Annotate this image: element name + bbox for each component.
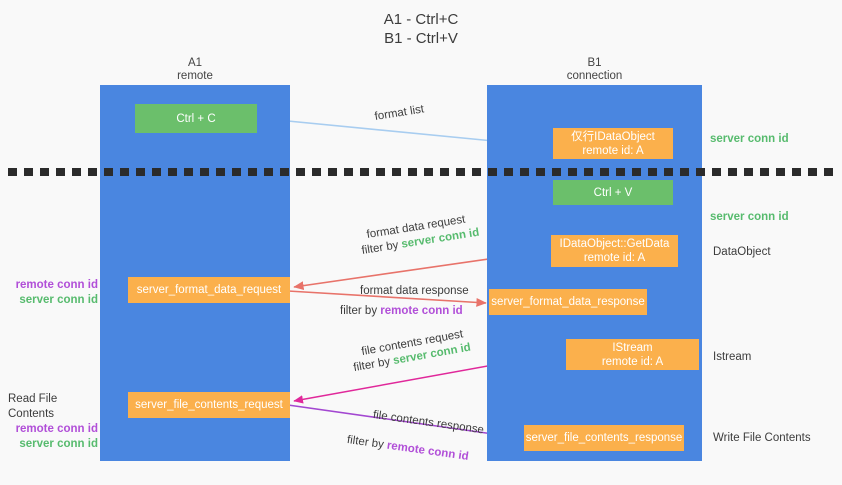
- node-server-file-contents-response-label: server_file_contents_response: [525, 432, 683, 444]
- node-server-format-data-request[interactable]: server_format_data_request: [128, 277, 290, 303]
- node-idataobject-label: 仅行IDataObject: [571, 130, 655, 143]
- edge-format-data-response: [287, 290, 487, 307]
- node-server-format-data-response-label: server_format_data_response: [491, 296, 645, 308]
- edge-label-format-data-response: format data response: [360, 284, 469, 299]
- note-group-file-contents: Read File Contents remote conn id server…: [8, 392, 98, 452]
- node-istream[interactable]: IStream remote id: A: [566, 339, 699, 370]
- node-ctrl-v[interactable]: Ctrl + V: [553, 180, 673, 205]
- lane-a1-role: remote: [177, 70, 213, 82]
- note-server-conn-id-2: server conn id: [19, 438, 98, 450]
- lane-header-a1: A1 remote: [100, 57, 290, 83]
- title-line-1: A1 - Ctrl+C: [383, 11, 459, 28]
- node-server-format-data-request-label: server_format_data_request: [136, 284, 282, 296]
- note-server-conn-id-top: server conn id: [710, 132, 789, 147]
- note-group-format-data: remote conn id server conn id: [12, 278, 98, 308]
- phase-divider: [8, 168, 834, 176]
- filter-prefix: filter by: [340, 305, 381, 317]
- lane-b1-name: B1: [587, 57, 602, 69]
- node-ctrl-c[interactable]: Ctrl + C: [135, 104, 257, 133]
- lane-b1-role: connection: [566, 70, 623, 82]
- node-server-file-contents-response[interactable]: server_file_contents_response: [524, 425, 684, 451]
- note-server-conn-id-mid: server conn id: [710, 210, 789, 225]
- note-server-conn-id-top-text: server conn id: [710, 133, 789, 145]
- node-server-format-data-response[interactable]: server_format_data_response: [489, 289, 647, 315]
- node-getdata[interactable]: IDataObject::GetData remote id: A: [551, 235, 678, 267]
- lane-a1-name: A1: [187, 57, 203, 69]
- note-server-conn-id-mid-text: server conn id: [710, 211, 789, 223]
- filter-value-remote-conn-id: remote conn id: [380, 305, 463, 317]
- lane-header-b1: B1 connection: [487, 57, 702, 83]
- node-ctrl-v-label: Ctrl + V: [593, 186, 633, 199]
- node-getdata-sub: remote id: A: [583, 252, 646, 264]
- note-remote-conn-id-1: remote conn id: [15, 279, 98, 291]
- node-istream-sub: remote id: A: [601, 355, 664, 368]
- note-istream: Istream: [713, 350, 751, 365]
- node-server-file-contents-request[interactable]: server_file_contents_request: [128, 392, 290, 418]
- node-istream-label: IStream: [612, 341, 653, 354]
- note-write-file-contents: Write File Contents: [713, 431, 811, 446]
- note-read-file-contents: Read File Contents: [8, 393, 58, 420]
- note-dataobject: DataObject: [713, 245, 771, 260]
- note-dataobject-text: DataObject: [713, 246, 771, 258]
- page-title: A1 - Ctrl+C B1 - Ctrl+V: [0, 10, 842, 48]
- node-ctrl-c-label: Ctrl + C: [176, 112, 216, 125]
- note-remote-conn-id-2: remote conn id: [15, 423, 98, 435]
- node-getdata-label: IDataObject::GetData: [559, 238, 670, 250]
- node-idataobject-sub: remote id: A: [582, 144, 644, 157]
- edge-file-contents-response: [287, 404, 522, 441]
- note-write-file-contents-text: Write File Contents: [713, 432, 811, 444]
- note-server-conn-id-1: server conn id: [19, 294, 98, 306]
- edge-label-format-data-response-filter: filter by remote conn id: [340, 304, 463, 319]
- note-istream-text: Istream: [713, 351, 752, 363]
- node-server-file-contents-request-label: server_file_contents_request: [135, 399, 283, 411]
- title-line-2: B1 - Ctrl+V: [384, 30, 458, 47]
- edge-label-format-data-response-text: format data response: [360, 285, 469, 297]
- node-idataobject[interactable]: 仅行IDataObject remote id: A: [553, 128, 673, 159]
